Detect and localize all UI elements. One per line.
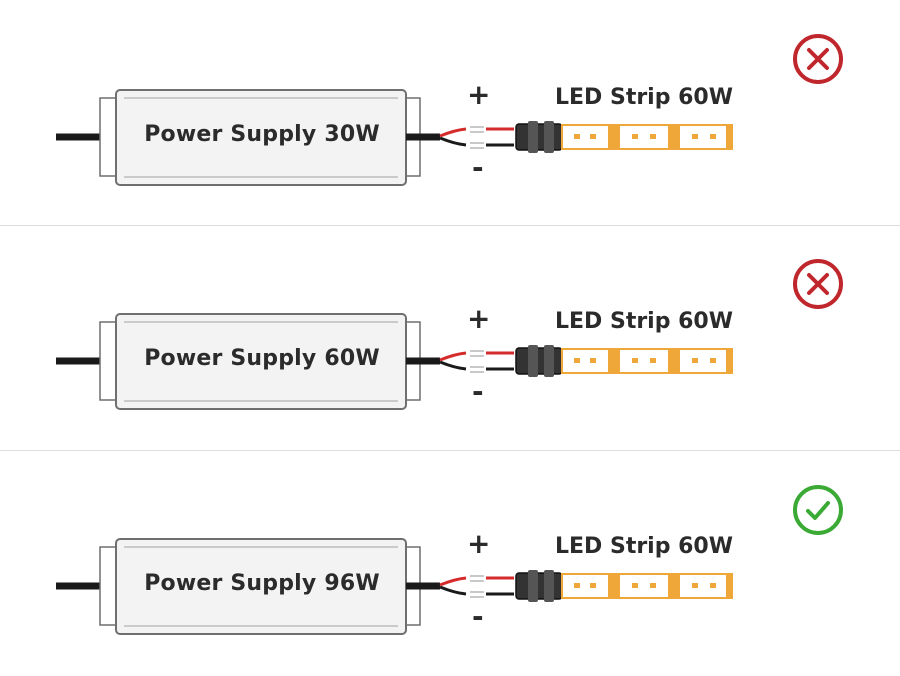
power-supply-label: Power Supply 60W [144, 346, 380, 371]
red-x-circle-icon [793, 259, 843, 309]
comparison-row-1: Power Supply 30W LED Strip 60W + - [0, 0, 900, 225]
negative-wire [439, 360, 467, 371]
mount-tab-left [99, 321, 117, 401]
row-divider [0, 450, 900, 451]
mount-tab-left [99, 546, 117, 626]
wiring-diagram-3 [56, 538, 733, 635]
mount-tab-left [99, 97, 117, 177]
positive-wire [439, 576, 467, 587]
led-strip [561, 348, 733, 374]
negative-wire [439, 136, 467, 147]
positive-wire [439, 351, 467, 362]
output-wires [406, 350, 514, 373]
strip-connector [515, 570, 563, 602]
strip-connector [515, 121, 563, 153]
led-strip [561, 124, 733, 150]
negative-label: - [472, 600, 484, 633]
positive-label: + [467, 302, 491, 335]
row-divider [0, 225, 900, 226]
output-wires [406, 575, 514, 598]
led-strip-label: LED Strip 60W [555, 534, 734, 559]
power-supply-unit [56, 89, 421, 186]
negative-wire [439, 585, 467, 596]
led-strip-label: LED Strip 60W [555, 309, 734, 334]
output-wires [406, 126, 514, 149]
comparison-row-3: Power Supply 96W LED Strip 60W + - [0, 451, 900, 676]
red-x-circle-icon [793, 34, 843, 84]
positive-label: + [467, 527, 491, 560]
positive-label: + [467, 78, 491, 111]
positive-wire [439, 127, 467, 138]
power-supply-label: Power Supply 30W [144, 122, 380, 147]
green-check-circle-icon [793, 485, 843, 535]
wiring-diagram-2 [56, 313, 733, 410]
led-strip [561, 573, 733, 599]
comparison-row-2: Power Supply 60W LED Strip 60W + - [0, 226, 900, 451]
strip-connector [515, 345, 563, 377]
negative-label: - [472, 151, 484, 184]
wiring-diagram-1 [56, 89, 733, 186]
power-supply-unit [56, 538, 421, 635]
power-supply-label: Power Supply 96W [144, 571, 380, 596]
led-strip-label: LED Strip 60W [555, 85, 734, 110]
negative-label: - [472, 375, 484, 408]
